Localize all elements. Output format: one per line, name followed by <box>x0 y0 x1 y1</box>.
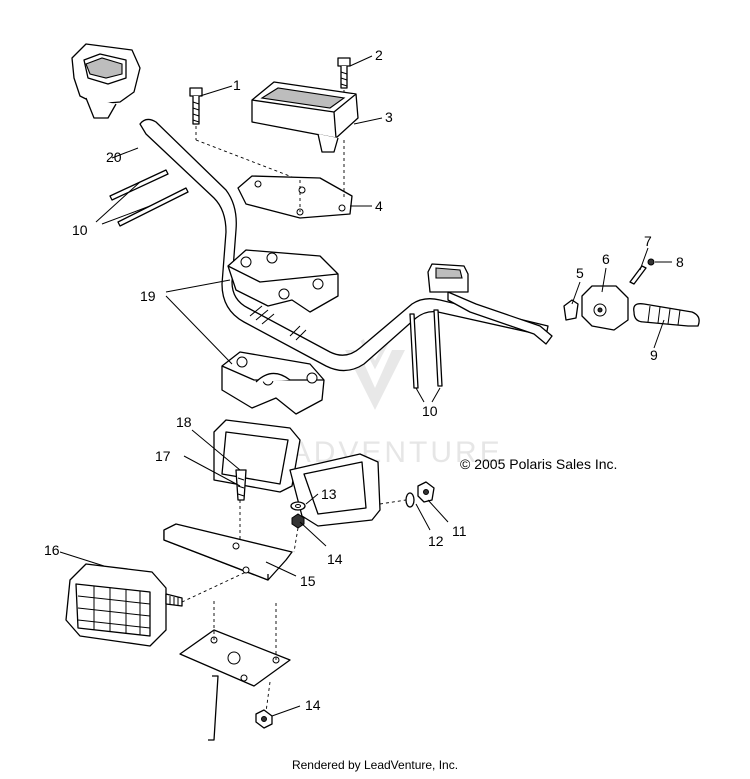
callout-14-upper: 14 <box>327 551 343 567</box>
lower-clamp <box>221 351 325 415</box>
callout-9: 9 <box>650 347 658 363</box>
callout-7: 7 <box>644 233 652 249</box>
callout-11: 11 <box>452 523 467 539</box>
nut <box>255 709 273 729</box>
brake-master-cylinder <box>427 263 553 345</box>
callout-10-right: 10 <box>422 403 438 419</box>
headlight <box>65 563 183 647</box>
callout-4: 4 <box>375 198 383 214</box>
nut <box>417 481 435 503</box>
stud <box>109 169 189 227</box>
copyright-notice: © 2005 Polaris Sales Inc. <box>460 456 617 472</box>
callout-5: 5 <box>576 265 584 281</box>
callout-13: 13 <box>321 486 337 502</box>
screw <box>629 265 647 285</box>
callout-15: 15 <box>300 573 316 589</box>
throttle-housing <box>581 285 629 331</box>
callout-8: 8 <box>676 254 684 270</box>
grip <box>633 303 700 327</box>
mounting-bracket <box>163 523 293 581</box>
stud <box>409 309 443 389</box>
callout-labels: 1 2 3 4 5 6 7 8 9 10 10 11 12 13 14 14 1… <box>44 47 684 713</box>
callout-leaders <box>59 55 672 717</box>
footer-credit: Rendered by LeadVenture, Inc. <box>291 758 459 772</box>
callout-19: 19 <box>140 288 156 304</box>
callout-12: 12 <box>428 533 444 549</box>
washer <box>405 492 415 508</box>
clamp-plate <box>237 175 353 219</box>
callout-18: 18 <box>176 414 192 430</box>
bolt <box>189 87 203 125</box>
callout-16: 16 <box>44 542 60 558</box>
handlebar <box>139 118 549 372</box>
callout-17: 17 <box>155 448 171 464</box>
bolt <box>337 57 351 89</box>
washer <box>290 501 306 511</box>
callout-20: 20 <box>106 149 122 165</box>
callout-3: 3 <box>385 109 393 125</box>
throttle-clamp <box>563 299 579 321</box>
nut <box>647 258 655 266</box>
upper-clamp <box>227 249 339 313</box>
bolt <box>235 469 247 501</box>
callout-2: 2 <box>375 47 383 63</box>
callout-14-lower: 14 <box>305 697 321 713</box>
handlebar-pad <box>251 81 359 153</box>
handlebar-cover <box>71 43 141 119</box>
nut <box>291 513 305 529</box>
mounting-plate <box>179 629 291 741</box>
callout-6: 6 <box>602 251 610 267</box>
callout-10-left: 10 <box>72 222 88 238</box>
callout-1: 1 <box>233 77 241 93</box>
